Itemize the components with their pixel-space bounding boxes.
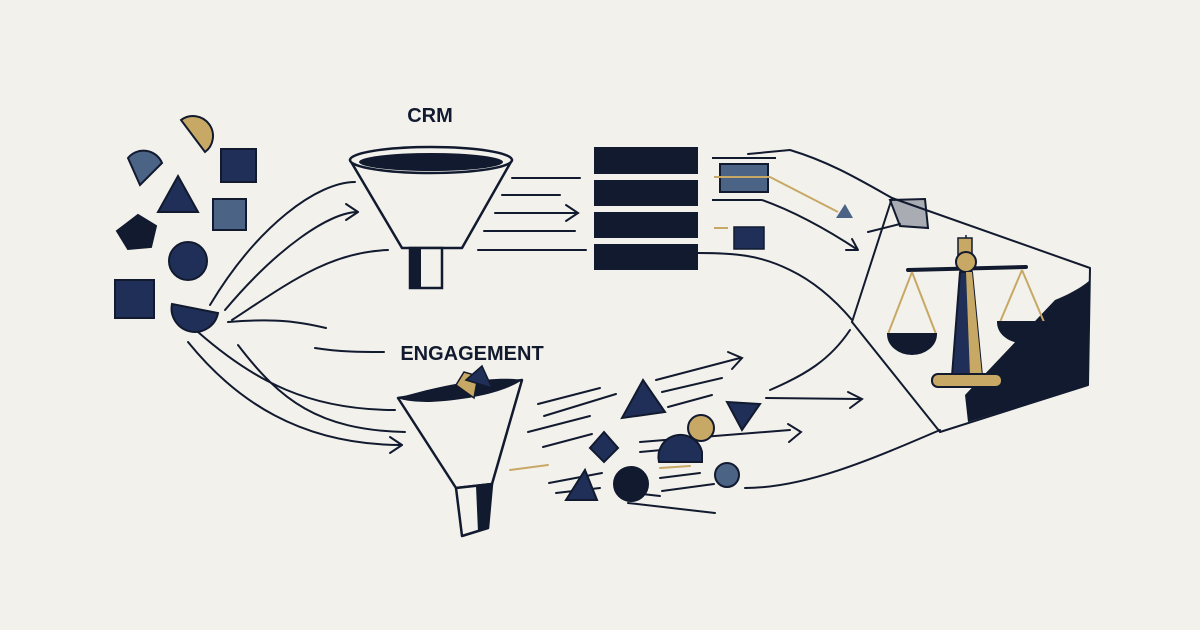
- navy-half-disc: [170, 302, 220, 333]
- flow-line: [314, 347, 385, 353]
- balance-scale-icon: [886, 235, 1048, 388]
- engagement-output-shapes: [564, 378, 762, 502]
- arrow-icon: [389, 436, 403, 454]
- navy-triangle: [156, 173, 200, 213]
- slate-quarter-shape: [126, 149, 164, 187]
- gold-half-circle: [179, 115, 214, 154]
- navy-square-large: [114, 279, 155, 319]
- data-stack-icon: [594, 147, 698, 270]
- navy-circle: [168, 241, 208, 281]
- engagement-label: ENGAGEMENT: [400, 343, 543, 365]
- flow-lines-left: [187, 181, 406, 454]
- flow-line: [209, 181, 356, 306]
- crm-output-lines: [477, 177, 587, 251]
- flow-line: [224, 211, 359, 311]
- flow-line: [227, 319, 327, 329]
- engagement-funnel-icon: [396, 364, 524, 538]
- navy-square: [220, 148, 257, 183]
- arrow-icon: [345, 203, 359, 221]
- crm-label: CRM: [407, 105, 453, 127]
- arrow-icon: [845, 238, 859, 251]
- crm-funnel-icon: [348, 145, 514, 290]
- flow-line: [237, 344, 406, 433]
- slate-triangle: [836, 204, 853, 218]
- flow-line: [769, 329, 851, 391]
- data-output: [697, 157, 859, 321]
- black-pentagon: [115, 213, 158, 251]
- slate-square: [212, 198, 247, 231]
- input-shapes: [114, 115, 257, 333]
- flow-line: [744, 429, 941, 489]
- flow-line: [197, 331, 396, 411]
- flow-line: [187, 341, 403, 446]
- flow-line: [231, 249, 389, 321]
